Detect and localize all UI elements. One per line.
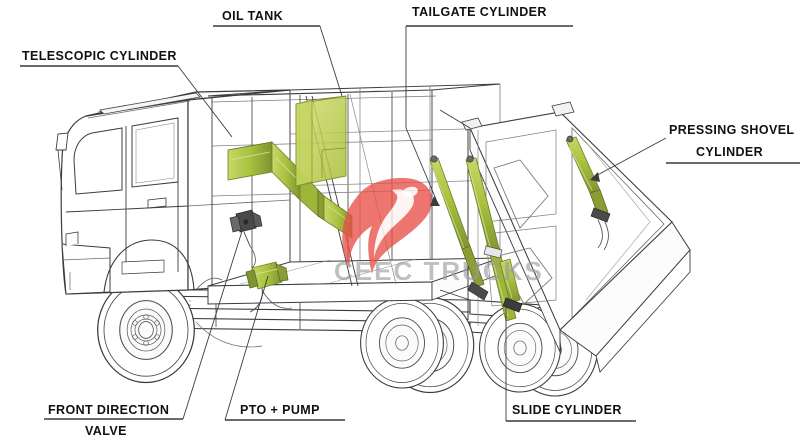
callout-label-pressing-shovel-cylinder-line1: PRESSING SHOVEL <box>669 123 794 137</box>
callout-telescopic-cylinder[interactable]: TELESCOPIC CYLINDER <box>20 49 233 138</box>
front-wheel <box>97 276 195 384</box>
callout-leader-line <box>182 227 244 420</box>
callout-arrow <box>590 172 600 182</box>
callout-oil-tank[interactable]: OIL TANK <box>213 9 343 97</box>
ceec-logo-icon <box>342 177 433 274</box>
pto-pump <box>245 261 289 313</box>
oil-tank <box>295 95 347 187</box>
callout-label-tailgate-cylinder: TAILGATE CYLINDER <box>412 5 547 19</box>
callout-arrow <box>430 196 440 206</box>
callout-label-pressing-shovel-cylinder-line2: CYLINDER <box>696 145 763 159</box>
watermark-text: CEEC TRUCKS <box>334 256 544 286</box>
callout-pto-pump[interactable]: PTO + PUMP <box>224 275 345 421</box>
callout-tailgate-cylinder[interactable]: TAILGATE CYLINDER <box>405 5 573 206</box>
callout-leader-line <box>319 25 343 97</box>
callout-label-front-direction-valve-line2: VALVE <box>85 424 127 438</box>
callout-label-front-direction-valve-line1: FRONT DIRECTION <box>48 403 169 417</box>
truck-cab <box>55 89 291 295</box>
callout-label-telescopic-cylinder: TELESCOPIC CYLINDER <box>22 49 177 63</box>
callout-pressing-shovel-cylinder[interactable]: PRESSING SHOVEL CYLINDER <box>590 123 800 182</box>
callout-label-pto-pump: PTO + PUMP <box>240 403 320 417</box>
callout-leader-line <box>224 275 269 421</box>
callout-leader-line <box>591 137 667 179</box>
callout-slide-cylinder[interactable]: SLIDE CYLINDER <box>505 306 636 422</box>
callout-leader-line <box>177 65 233 138</box>
tailgate <box>439 101 691 373</box>
slide-cylinder <box>499 258 523 313</box>
front-direction-valve <box>229 209 263 247</box>
hydraulic-hoses <box>195 245 293 309</box>
callout-label-slide-cylinder: SLIDE CYLINDER <box>512 403 622 417</box>
callout-leader-line-2 <box>405 127 439 205</box>
callout-label-oil-tank: OIL TANK <box>222 9 283 23</box>
callout-front-direction-valve[interactable]: FRONT DIRECTION VALVE <box>44 227 244 438</box>
